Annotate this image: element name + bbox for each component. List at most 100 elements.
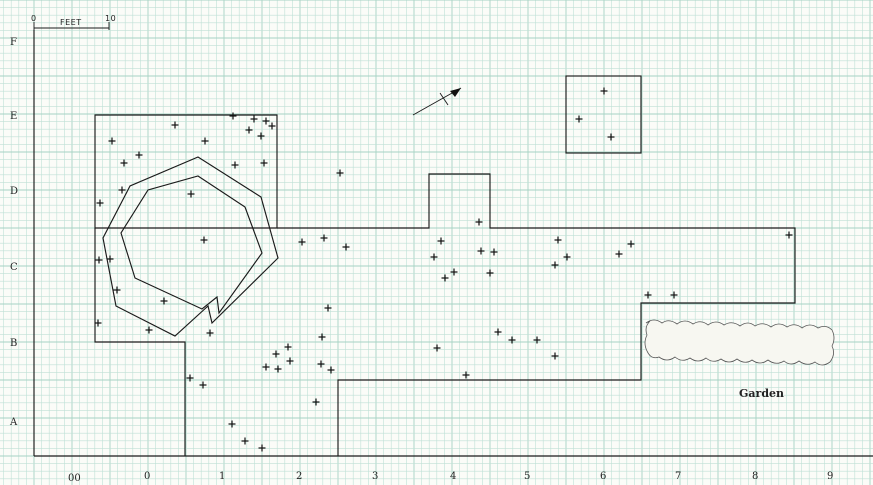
plant-marker: [229, 112, 237, 120]
plant-marker: [201, 137, 209, 145]
plant-marker: [450, 268, 458, 276]
north-arrow: [412, 87, 462, 116]
plant-marker: [118, 186, 126, 194]
main-building-outline: [277, 173, 796, 456]
plant-marker: [284, 343, 292, 351]
plant-marker: [199, 381, 207, 389]
plant-marker: [257, 132, 265, 140]
col-label-8: 8: [752, 471, 758, 482]
col-label-7: 7: [675, 471, 681, 482]
plant-marker: [336, 169, 344, 177]
row-label-b: B: [10, 338, 17, 349]
row-label-a: A: [9, 417, 18, 428]
plant-marker: [108, 137, 116, 145]
plant-marker: [274, 365, 282, 373]
plant-marker: [563, 253, 571, 261]
plant-marker: [327, 366, 335, 374]
plant-marker: [490, 248, 498, 256]
scale-start-label: 0: [31, 14, 37, 23]
garden-label: Garden: [739, 387, 784, 400]
plant-marker: [437, 237, 445, 245]
col-label-1: 1: [219, 471, 225, 482]
plant-marker: [486, 269, 494, 277]
plant-marker: [260, 159, 268, 167]
col-label-9: 9: [827, 471, 833, 482]
plant-marker: [607, 133, 615, 141]
col-label-0: 0: [144, 471, 150, 482]
plant-marker: [670, 291, 678, 299]
ring-outer-outline: [102, 156, 279, 337]
plant-marker: [241, 437, 249, 445]
plant-marker: [96, 199, 104, 207]
plant-marker: [94, 319, 102, 327]
plant-marker: [430, 253, 438, 261]
plant-marker: [113, 286, 121, 294]
plant-marker: [320, 234, 328, 242]
plant-marker: [200, 236, 208, 244]
plant-marker: [245, 126, 253, 134]
plant-marker: [317, 360, 325, 368]
plant-marker: [231, 161, 239, 169]
plant-marker: [298, 238, 306, 246]
scale-bar: 0 FEET 10: [31, 14, 116, 30]
plant-marker: [160, 297, 168, 305]
plant-marker: [600, 87, 608, 95]
plant-marker: [785, 231, 793, 239]
plant-marker: [433, 344, 441, 352]
plant-marker: [171, 121, 179, 129]
row-label-e: E: [10, 111, 17, 122]
plant-marker: [120, 159, 128, 167]
plant-marker: [324, 304, 332, 312]
plant-marker: [644, 291, 652, 299]
plant-marker: [462, 371, 470, 379]
plant-marker: [262, 117, 270, 125]
row-label-d: D: [10, 186, 18, 197]
plant-marker: [186, 374, 194, 382]
col-label-6: 6: [600, 471, 606, 482]
plant-marker: [187, 190, 195, 198]
plant-marker: [272, 350, 280, 358]
plant-marker: [268, 122, 276, 130]
plant-marker: [228, 420, 236, 428]
plant-marker: [508, 336, 516, 344]
plant-marker: [475, 218, 483, 226]
plant-marker: [551, 352, 559, 360]
plant-marker: [286, 357, 294, 365]
ring-inner-outline: [120, 175, 263, 315]
platform-lower-outline: [94, 228, 186, 456]
plant-marker: [262, 363, 270, 371]
row-label-c: C: [10, 262, 18, 273]
plant-marker: [106, 255, 114, 263]
col-label-5: 5: [524, 471, 530, 482]
plant-marker: [312, 398, 320, 406]
plant-marker: [554, 236, 562, 244]
plant-marker: [627, 240, 635, 248]
plant-marker: [258, 444, 266, 452]
plant-marker: [615, 250, 623, 258]
col-label-2: 2: [296, 471, 302, 482]
plant-marker: [95, 256, 103, 264]
plant-marker: [477, 247, 485, 255]
row-label-f: F: [10, 37, 17, 48]
garden-hedge: [644, 319, 835, 366]
col-label-4: 4: [450, 471, 456, 482]
plant-marker: [533, 336, 541, 344]
small-structure-outline: [565, 75, 642, 154]
scale-end-label: 10: [105, 14, 116, 23]
plant-marker: [250, 115, 258, 123]
plant-markers: [94, 87, 793, 452]
scale-unit-label: FEET: [60, 18, 82, 27]
plant-marker: [441, 274, 449, 282]
plant-marker: [318, 333, 326, 341]
plant-marker: [494, 328, 502, 336]
plant-marker: [206, 329, 214, 337]
plant-marker: [145, 326, 153, 334]
plant-marker: [135, 151, 143, 159]
col-label-3: 3: [372, 471, 378, 482]
plant-marker: [575, 115, 583, 123]
col-label-00: 00: [68, 473, 81, 484]
plant-marker: [342, 243, 350, 251]
plant-marker: [551, 261, 559, 269]
